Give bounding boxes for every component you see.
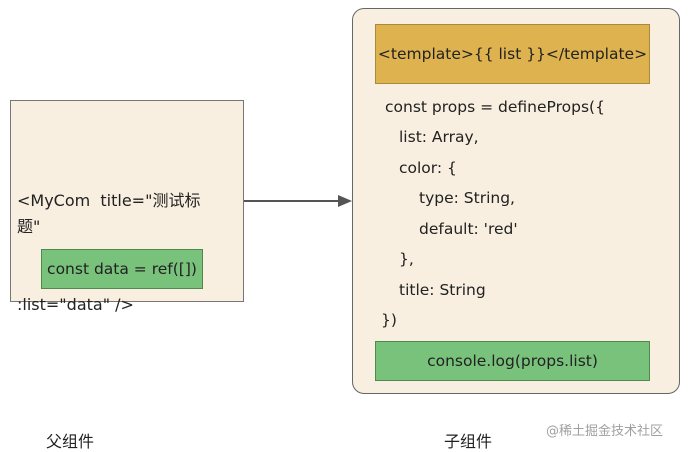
child-code-line: list: Array, bbox=[399, 128, 479, 146]
child-code-line: title: String bbox=[399, 281, 486, 299]
watermark-text: @稀土掘金技术社区 bbox=[546, 424, 664, 439]
child-console-label: console.log(props.list) bbox=[427, 352, 598, 370]
parent-code-line: :list="data" /> bbox=[17, 295, 134, 314]
child-component-box: <template>{{ list }}</template> const pr… bbox=[352, 8, 680, 394]
arrow-head bbox=[338, 195, 352, 207]
child-console-box: console.log(props.list) bbox=[375, 341, 650, 381]
child-code-line: }) bbox=[381, 311, 397, 329]
child-code-line: type: String, bbox=[419, 189, 515, 207]
child-code-line: default: 'red' bbox=[419, 220, 518, 238]
child-code-line: }, bbox=[399, 250, 414, 268]
child-caption: 子组件 bbox=[444, 432, 493, 451]
parent-caption: 父组件 bbox=[46, 432, 95, 451]
child-code-line: color: { bbox=[399, 159, 457, 177]
parent-code-line: <MyCom title="测试标题" bbox=[17, 191, 201, 236]
parent-component-box: <MyCom title="测试标题" :list="data" /> cons… bbox=[10, 100, 244, 314]
parent-ref-label: const data = ref([]) bbox=[47, 260, 197, 278]
child-template-label: <template>{{ list }}</template> bbox=[377, 45, 648, 63]
parent-ref-box: const data = ref([]) bbox=[41, 249, 203, 289]
child-code-line: const props = defineProps({ bbox=[385, 98, 605, 116]
parent-code-block: <MyCom title="测试标题" :list="data" /> bbox=[17, 136, 217, 370]
child-template-box: <template>{{ list }}</template> bbox=[375, 24, 650, 84]
